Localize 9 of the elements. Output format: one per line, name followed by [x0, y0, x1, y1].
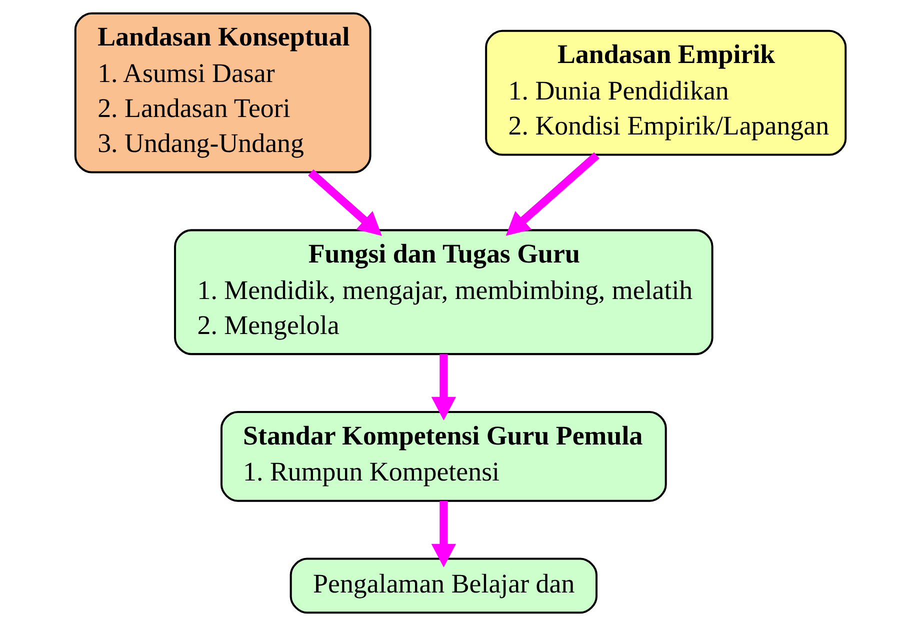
arrow: [308, 169, 382, 236]
node-box: Landasan Empirik 1. Dunia Pendidikan 2. Kondisi Empirik/Lapangan: [485, 30, 847, 156]
arrow: [506, 152, 600, 236]
node-box: Landasan Konseptual 1. Asumsi Dasar 2. Landasan Teori 3. Undang-Undang: [74, 12, 372, 174]
node-box: Pengalaman Belajar dan: [290, 558, 598, 614]
arrow: [431, 354, 456, 420]
arrow: [431, 500, 456, 568]
node-box: Fungsi dan Tugas Guru 1. Mendidik, mengajar, membimbing, melatih 2. Mengelola: [174, 229, 714, 356]
node-box: Standar Kompetensi Guru Pemula 1. Rumpun Kompetensi: [220, 410, 667, 502]
